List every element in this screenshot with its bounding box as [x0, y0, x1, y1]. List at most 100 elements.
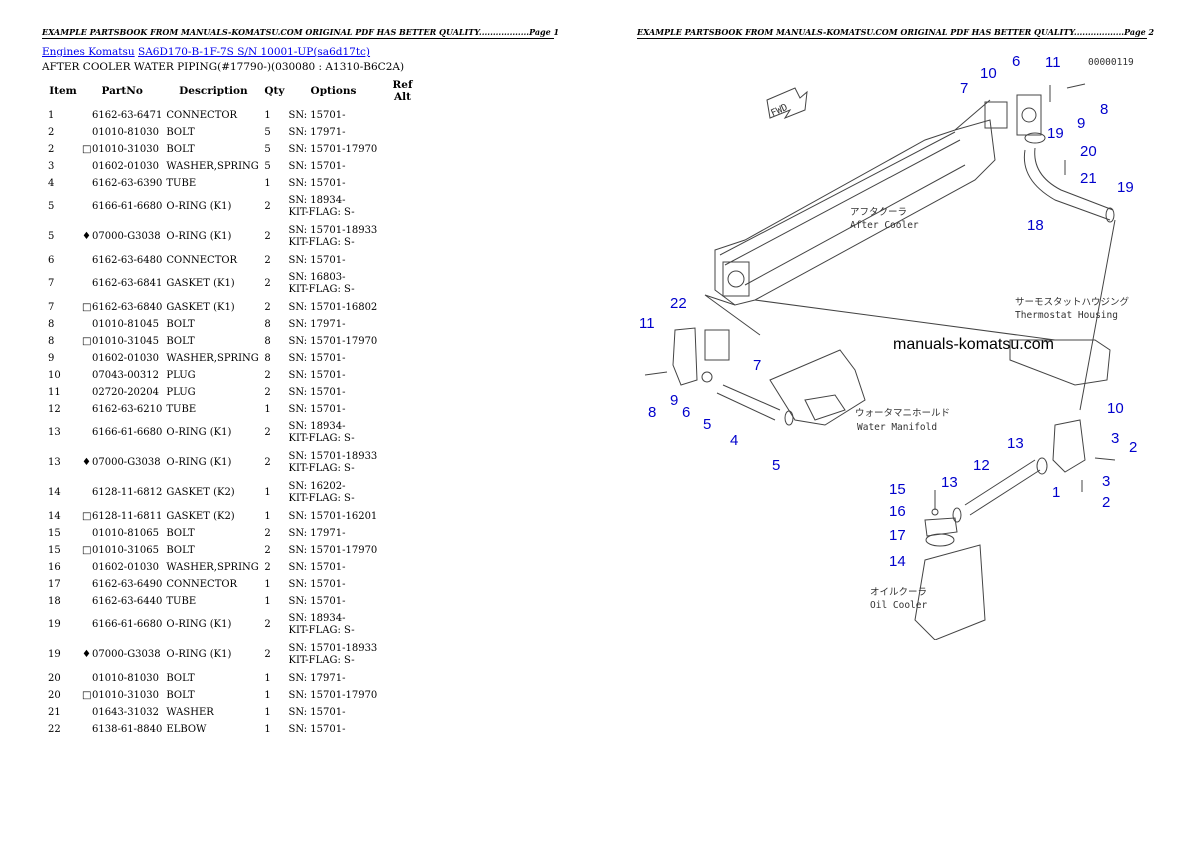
callout-number[interactable]: 8	[1100, 101, 1108, 118]
cell-item: 14	[48, 510, 61, 522]
option-kit-flag: KIT-FLAG: S-	[288, 625, 355, 636]
cell-partno: □01010-31045	[80, 333, 164, 350]
part-number[interactable]: 6166-61-6680	[92, 619, 163, 630]
callout-number[interactable]: 18	[1027, 217, 1044, 234]
part-number[interactable]: 6162-63-6440	[92, 595, 163, 607]
cell-options: SN: 17971-	[287, 670, 381, 687]
callout-number[interactable]: 5	[772, 457, 780, 474]
breadcrumb-link-engines[interactable]: Engines Komatsu	[42, 46, 135, 58]
option-serial: SN: 15701-	[288, 160, 346, 172]
option-serial: SN: 15701-17970	[288, 544, 378, 556]
cell-item: 15	[48, 544, 61, 556]
part-number[interactable]: 01010-81030	[92, 126, 160, 138]
part-number[interactable]: 07043-00312	[92, 369, 160, 381]
part-number[interactable]: 07000-G3038	[92, 649, 161, 660]
part-number[interactable]: 6162-63-6471	[92, 109, 163, 121]
part-number[interactable]: 01010-81045	[92, 318, 160, 330]
cell-qty: 1	[264, 723, 271, 735]
part-number[interactable]: 6166-61-6680	[92, 201, 163, 212]
callout-number[interactable]: 12	[973, 457, 990, 474]
callout-number[interactable]: 9	[670, 392, 678, 409]
callout-number[interactable]: 4	[730, 432, 738, 449]
callout-number[interactable]: 6	[682, 404, 690, 421]
callout-number[interactable]: 21	[1080, 170, 1097, 187]
part-number[interactable]: 07000-G3038	[92, 457, 161, 468]
callout-number[interactable]: 10	[980, 65, 997, 82]
part-number[interactable]: 6128-11-6811	[92, 510, 163, 522]
part-number[interactable]: 01010-81030	[92, 672, 160, 684]
parts-table: Item PartNo Description Qty Options Ref …	[42, 78, 425, 738]
part-number[interactable]: 6162-63-6841	[92, 278, 163, 289]
callout-number[interactable]: 1	[1052, 484, 1060, 501]
callout-number[interactable]: 3	[1102, 473, 1110, 490]
oring-13-lower	[952, 507, 962, 523]
cell-item: 19	[48, 649, 61, 660]
callout-number[interactable]: 5	[703, 416, 711, 433]
part-number[interactable]: 07000-G3038	[92, 231, 161, 242]
cell-qty: 5	[264, 126, 271, 138]
cell-options: SN: 15701-	[287, 350, 381, 367]
callout-number[interactable]: 11	[639, 315, 655, 332]
option-serial: SN: 17971-	[288, 318, 346, 330]
cell-ref-alt	[381, 269, 425, 299]
callout-number[interactable]: 19	[1047, 125, 1064, 142]
part-number[interactable]: 6162-63-6490	[92, 578, 163, 590]
part-number[interactable]: 6162-63-6390	[92, 177, 163, 189]
callout-number[interactable]: 7	[753, 357, 761, 374]
callout-number[interactable]: 2	[1102, 494, 1110, 511]
callout-number[interactable]: 16	[889, 503, 906, 520]
cell-qty: 2	[264, 201, 271, 212]
part-number[interactable]: 6162-63-6480	[92, 254, 163, 266]
callout-number[interactable]: 9	[1077, 115, 1085, 132]
callout-number[interactable]: 8	[648, 404, 656, 421]
cell-description: O-RING (K1)	[166, 457, 232, 468]
callout-number[interactable]: 20	[1080, 143, 1097, 160]
part-number[interactable]: 01010-31065	[92, 544, 160, 556]
part-number[interactable]: 6166-61-6680	[92, 427, 163, 438]
cell-qty: 1	[264, 578, 271, 590]
cell-options: SN: 18934-KIT-FLAG: S-	[287, 418, 381, 448]
part-number[interactable]: 01010-81065	[92, 527, 160, 539]
callout-number[interactable]: 13	[941, 474, 958, 491]
cell-ref-alt	[381, 350, 425, 367]
thermostat-label-jp: サーモスタットハウジング	[1015, 296, 1130, 308]
cell-item: 2	[48, 126, 55, 138]
water-manifold-outlet	[804, 394, 846, 421]
callout-number[interactable]: 11	[1045, 54, 1061, 71]
cell-ref-alt	[381, 158, 425, 175]
cell-description: CONNECTOR	[166, 254, 238, 266]
callout-number[interactable]: 6	[1012, 53, 1020, 70]
part-number[interactable]: 01010-31045	[92, 335, 160, 347]
tube-18-upper	[1023, 149, 1111, 221]
callout-number[interactable]: 7	[960, 80, 968, 97]
callout-number[interactable]: 15	[889, 481, 906, 498]
part-number[interactable]: 01010-31030	[92, 689, 160, 701]
part-number[interactable]: 01643-31032	[92, 706, 160, 718]
breadcrumb-link-model[interactable]: SA6D170-B-1F-7S S/N 10001-UP(sa6d17tc)	[138, 46, 371, 58]
callout-number[interactable]: 10	[1107, 400, 1124, 417]
part-number[interactable]: 02720-20204	[92, 386, 160, 398]
part-number[interactable]: 6162-63-6210	[92, 403, 163, 415]
option-serial: SN: 15701-	[288, 177, 346, 189]
part-number[interactable]: 01602-01030	[92, 160, 160, 172]
callout-number[interactable]: 3	[1111, 430, 1119, 447]
part-number[interactable]: 01602-01030	[92, 561, 160, 573]
callout-number[interactable]: 13	[1007, 435, 1024, 452]
part-number[interactable]: 6162-63-6840	[92, 301, 163, 313]
callout-number[interactable]: 22	[670, 295, 687, 312]
callout-number[interactable]: 19	[1117, 179, 1134, 196]
cell-options: SN: 15701-17970	[287, 141, 381, 158]
part-number[interactable]: 01010-31030	[92, 143, 160, 155]
fwd-label: FWD	[769, 102, 789, 119]
part-number[interactable]: 6128-11-6812	[92, 487, 163, 498]
part-number[interactable]: 6138-61-8840	[92, 723, 163, 735]
part-number[interactable]: 01602-01030	[92, 352, 160, 364]
callout-number[interactable]: 14	[889, 553, 906, 570]
callout-number[interactable]: 2	[1129, 439, 1137, 456]
callout-number[interactable]: 17	[889, 527, 906, 544]
option-serial: SN: 15701-	[288, 109, 346, 121]
cell-ref-alt	[381, 448, 425, 478]
